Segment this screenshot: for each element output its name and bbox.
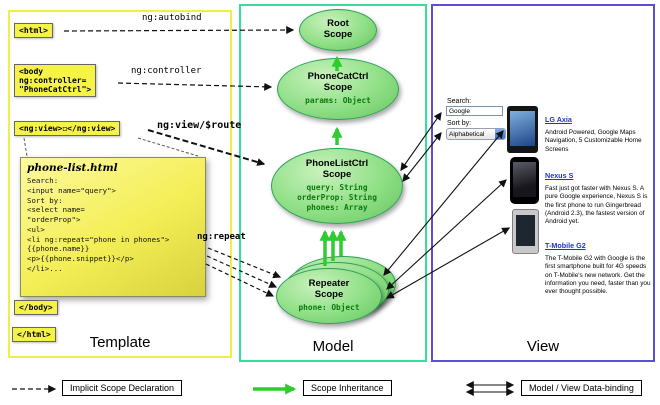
- phone-description: Fast just got faster with Nexus S. A pur…: [545, 185, 648, 226]
- legend-implicit-scope-declaration: Implicit Scope Declaration: [62, 380, 183, 396]
- phone-link-tmobile-g2[interactable]: T-Mobile G2: [545, 241, 586, 250]
- note-title: phone-list.html: [27, 162, 118, 174]
- ng-view-tag-box: <ng:view>◻</ng:view>: [14, 121, 121, 136]
- html-close-tag-box: </html>: [12, 327, 56, 342]
- root-scope-title: Root Scope: [323, 18, 353, 40]
- phonecatctrl-scope-props: params: Object: [305, 95, 371, 105]
- phonelistctrl-scope-ellipse: PhoneListCtrl Scope query: String orderP…: [271, 148, 403, 224]
- body-open-tag-box: <body ng:controller= "PhoneCatCtrl">: [14, 64, 97, 97]
- phone-thumbnail-tmobile-g2: [512, 209, 539, 254]
- root-scope-ellipse: Root Scope: [299, 9, 377, 51]
- phone-screen: [513, 162, 536, 197]
- sort-select-value: Alphabetical: [449, 130, 485, 138]
- legend-scope-inheritance: Scope Inheritance: [303, 380, 392, 396]
- html-open-tag-box: <html>: [14, 23, 53, 38]
- view-panel-label: View: [526, 338, 560, 355]
- phonelistctrl-scope-props: query: String orderProp: String phones: …: [297, 182, 377, 212]
- repeater-scope-ellipse: Repeater Scope phone: Object: [276, 268, 382, 324]
- phone-listing: T-Mobile G2 The T-Mobile G2 with Google …: [545, 235, 652, 297]
- phonecatctrl-scope-ellipse: PhoneCatCtrl Scope params: Object: [277, 58, 399, 120]
- phonecatctrl-scope-title: PhoneCatCtrl Scope: [307, 71, 369, 93]
- ng-controller-label: ng:controller: [131, 66, 202, 76]
- phone-screen: [510, 111, 535, 146]
- ng-autobind-label: ng:autobind: [142, 13, 202, 23]
- repeater-scope-title: Repeater Scope: [308, 278, 350, 300]
- repeater-scope-props: phone: Object: [298, 302, 360, 312]
- ng-view-route-label: ng:view/$route: [157, 120, 242, 131]
- body-close-tag-box: </body>: [14, 300, 58, 315]
- phone-screen: [516, 215, 535, 246]
- phone-description: The T-Mobile G2 with Google is the first…: [545, 255, 651, 296]
- note-code: Search: <input name="query"> Sort by: <s…: [27, 176, 170, 273]
- sort-select[interactable]: Alphabetical ▾: [446, 128, 506, 140]
- phone-thumbnail-lg-axia: [507, 106, 538, 153]
- legend-model-view-data-binding: Model / View Data-binding: [521, 380, 642, 396]
- ng-repeat-label: ng:repeat: [197, 232, 246, 242]
- phone-link-lg-axia[interactable]: LG Axia: [545, 115, 572, 124]
- phone-thumbnail-nexus-s: [510, 157, 539, 204]
- phone-listing: LG Axia Android Powered, Google Maps Nav…: [545, 109, 652, 154]
- model-panel-label: Model: [312, 338, 354, 355]
- phone-description: Android Powered, Google Maps Navigation,…: [545, 129, 642, 153]
- search-input[interactable]: [446, 106, 503, 116]
- phone-list-template-note: phone-list.html Search: <input name="que…: [20, 157, 206, 297]
- view-search-label: Search:: [447, 98, 472, 105]
- template-panel-label: Template: [89, 334, 151, 351]
- phone-link-nexus-s[interactable]: Nexus S: [545, 171, 574, 180]
- view-sort-label: Sort by:: [447, 120, 472, 127]
- phone-listing: Nexus S Fast just got faster with Nexus …: [545, 165, 652, 227]
- chevron-down-icon: ▾: [495, 129, 505, 139]
- phonelistctrl-scope-title: PhoneListCtrl Scope: [305, 157, 369, 180]
